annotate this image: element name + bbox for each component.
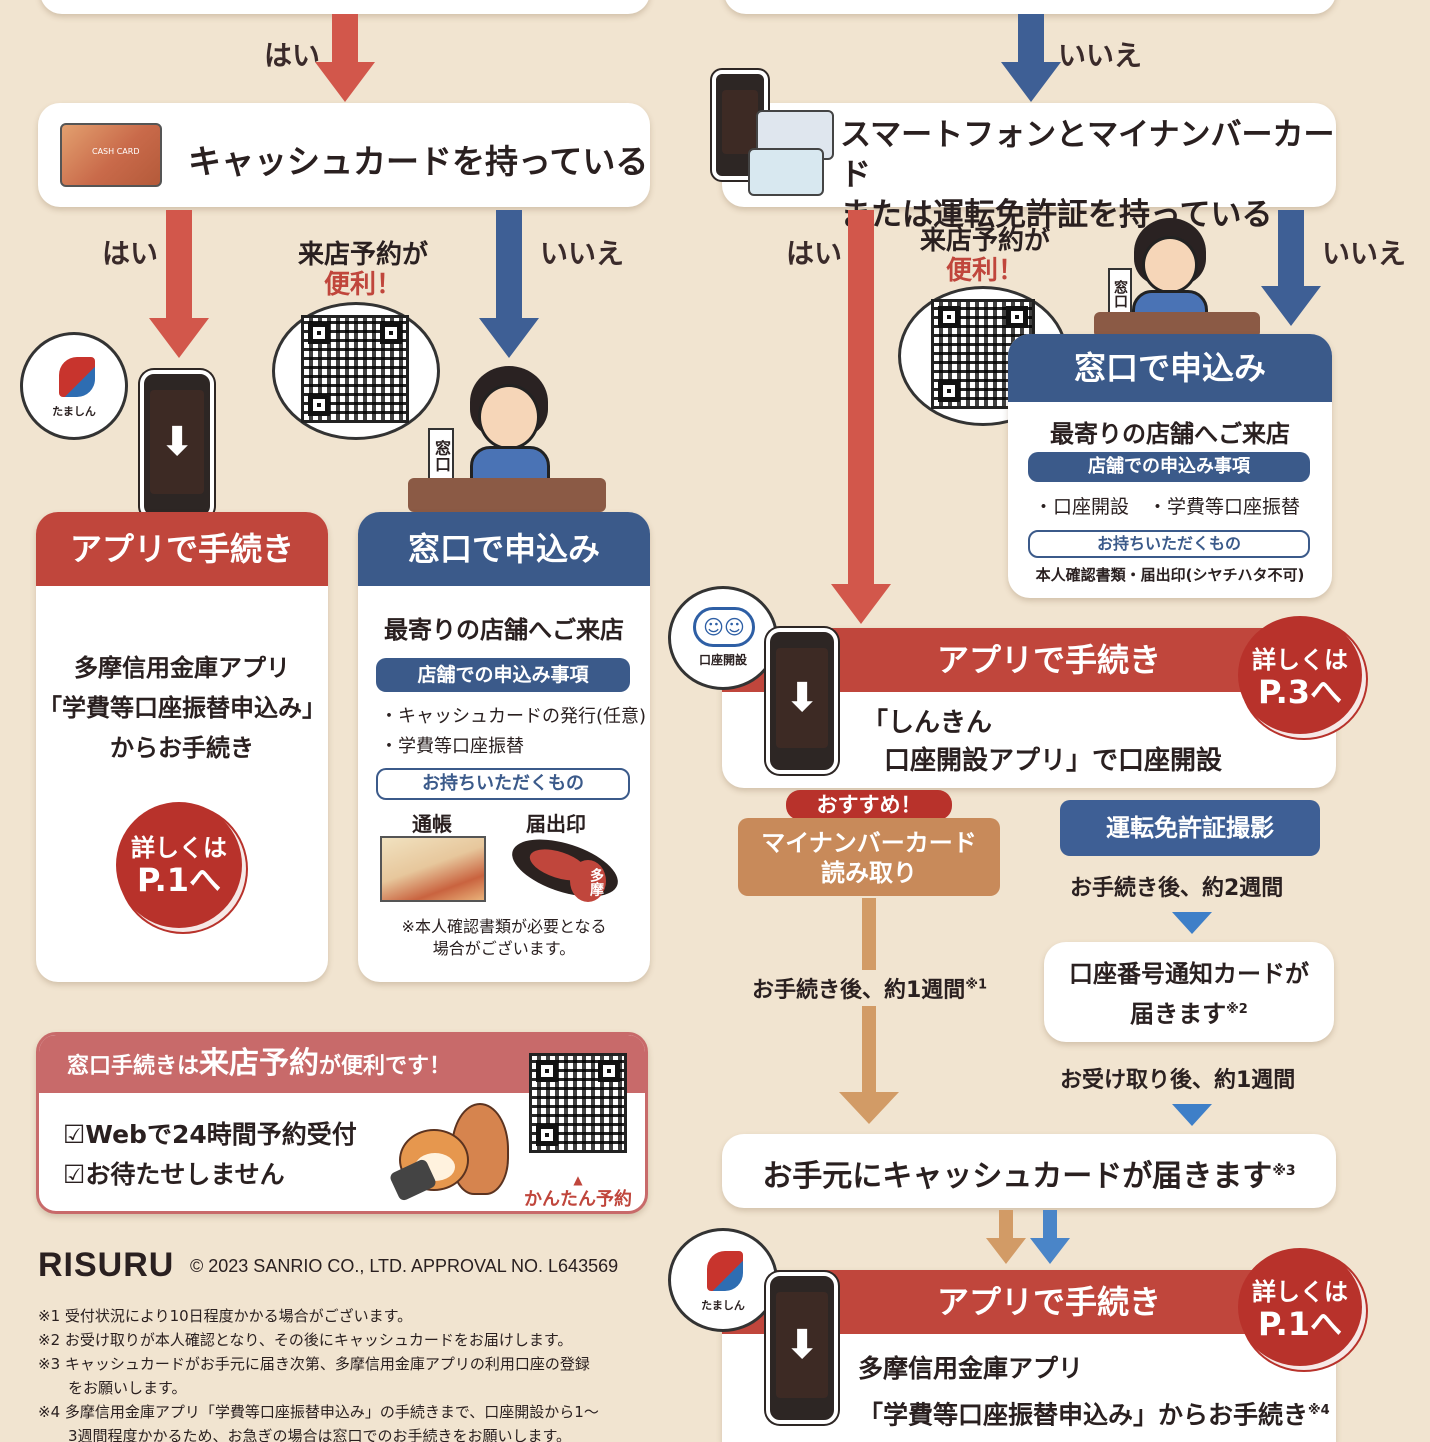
counter-card-left: 窓口で申込み 最寄りの店舗へご来店 店舗での申込み事項 ・キャッシュカードの発行… — [358, 512, 650, 982]
copyright: © 2023 SANRIO CO., LTD. APPROVAL NO. L64… — [190, 1256, 619, 1276]
counter-sign-right: 窓口 — [1108, 268, 1132, 316]
store-items-title-left: 店舗での申込み事項 — [376, 658, 630, 692]
passbook-label: 通帳 — [412, 812, 452, 836]
arrow-yes-top — [315, 14, 375, 102]
risuru-logo: RISURU — [38, 1246, 175, 1284]
reserve-qr-bubble-left — [272, 302, 440, 440]
arrow-yes-right — [831, 210, 891, 624]
seal-label: 届出印 — [526, 812, 586, 836]
cash-card-image: CASH CARD — [60, 123, 162, 187]
store-items-title-right: 店舗での申込み事項 — [1028, 452, 1310, 482]
qr-caption[interactable]: ▲ かんたん予約 — [515, 1173, 641, 1211]
license-image — [748, 148, 824, 196]
details-badge-p1-right[interactable]: 詳しくは P.1へ — [1238, 1248, 1362, 1366]
account-notice-card: 口座番号通知カードが 届きます※2 — [1044, 942, 1334, 1042]
seal-mark: 多摩 — [570, 860, 606, 902]
store-items-right: ・口座開設 ・学費等口座振替 — [1034, 496, 1301, 518]
arrow-no-right — [1261, 210, 1321, 326]
license-box: 運転免許証撮影 — [1060, 800, 1320, 856]
mynumber-box: マイナンバーカード 読み取り — [738, 818, 1000, 896]
bring-text-right: 本人確認書類・届出印(シヤチハタ不可) — [1035, 566, 1305, 584]
has-cash-card-text: キャッシュカードを持っている — [188, 142, 649, 181]
triangle-down-1 — [1172, 912, 1212, 934]
arrow-no-top — [1001, 14, 1061, 102]
tamashin-logo-left: たましん — [20, 332, 128, 440]
reservation-qr-code[interactable] — [529, 1053, 627, 1153]
details-badge-p3[interactable]: 詳しくは P.3へ — [1238, 616, 1362, 734]
has-cash-card-box: CASH CARD キャッシュカードを持っている — [38, 103, 650, 207]
counter-card-right: 窓口で申込み 最寄りの店舗へご来店 店舗での申込み事項 ・口座開設 ・学費等口座… — [1008, 334, 1332, 598]
top-right-box — [724, 0, 1336, 14]
after-1week-label: お手続き後、約1週間※1 — [752, 970, 987, 1006]
final-app-body: 多摩信用金庫アプリ 「学費等口座振替申込み」からお手続き※4 — [858, 1354, 1330, 1430]
counter-desk-right — [1094, 312, 1260, 338]
top-left-box — [40, 0, 650, 14]
phone-download-left: ⬇ — [140, 370, 214, 520]
has-phone-id-text: スマートフォンとマイナンバーカード または運転免許証を持っている — [840, 117, 1335, 233]
arrow-tan-final — [986, 1210, 1026, 1268]
label-no-right: いいえ — [1322, 237, 1407, 270]
app-card-left-body: 多摩信用金庫アプリ 「学費等口座振替申込み」 からお手続き — [38, 654, 326, 762]
smile-icon: ☺☺ — [693, 607, 755, 647]
visit-store-left: 最寄りの店舗へご来店 — [384, 616, 624, 644]
seal-image — [505, 828, 625, 908]
reserve-bubble-text-right: 来店予約が 便利！ — [919, 226, 1050, 286]
check-icon: ☑ — [63, 1120, 86, 1149]
check-icon: ☑ — [63, 1160, 86, 1189]
label-yes-right: はい — [786, 237, 843, 270]
reserve-bubble-text-left: 来店予約が 便利！ — [297, 240, 428, 300]
label-yes-top: はい — [264, 39, 321, 72]
counter-desk-left — [408, 478, 606, 512]
account-open-logo: ☺☺ 口座開設 — [668, 586, 778, 690]
phone-download-open: ⬇ — [766, 628, 838, 774]
label-yes-left: はい — [102, 237, 159, 270]
counter-card-right-header: 窓口で申込み — [1008, 334, 1332, 402]
arrow-mynumber — [839, 898, 899, 1124]
tamashin-logo-right: たましん — [668, 1228, 778, 1332]
app-card-left-header: アプリで手続き — [36, 512, 328, 586]
reservation-box: 窓口手続きは来店予約が便利です！ ☑Webで24時間予約受付 ☑お待たせしません… — [36, 1032, 648, 1214]
recommend-label: おすすめ！ — [786, 790, 952, 820]
reservation-checks: ☑Webで24時間予約受付 ☑お待たせしません — [63, 1120, 357, 1189]
arrow-blue-final — [1030, 1210, 1070, 1268]
download-icon: ⬇ — [785, 675, 819, 721]
open-account-app-body: 「しんきん 口座開設アプリ」で口座開設 — [862, 708, 1223, 776]
cash-card-arrives-box: お手元にキャッシュカードが届きます※3 — [722, 1134, 1336, 1208]
arrow-yes-left — [149, 210, 209, 358]
label-no-top: いいえ — [1058, 39, 1143, 72]
arrow-no-left — [479, 210, 539, 358]
label-no-left: いいえ — [540, 237, 625, 270]
id-note-left: ※本人確認書類が必要となる 場合がございます。 — [401, 917, 607, 958]
staff-head-left — [478, 384, 540, 450]
tamashin-logo-icon — [59, 357, 95, 397]
phone-download-final: ⬇ — [766, 1272, 838, 1424]
visit-store-right: 最寄りの店舗へご来店 — [1050, 420, 1290, 448]
details-badge-p1-left[interactable]: 詳しくは P.1へ — [116, 802, 242, 928]
download-icon: ⬇ — [160, 419, 194, 465]
after-2weeks-label: お手続き後、約2週間 — [1070, 876, 1284, 901]
passbook-image — [380, 836, 486, 902]
bring-title-right: お持ちいただくもの — [1028, 530, 1310, 558]
after-receive-label: お受け取り後、約1週間 — [1060, 1068, 1296, 1093]
app-card-left: アプリで手続き 多摩信用金庫アプリ 「学費等口座振替申込み」 からお手続き — [36, 512, 328, 982]
counter-card-left-header: 窓口で申込み — [358, 512, 650, 586]
footnotes: ※1 受付状況により10日程度かかる場合がございます。 ※2 お受け取りが本人確… — [38, 1307, 599, 1442]
squirrel-mascot — [388, 1103, 509, 1211]
reserve-qr-code-left[interactable] — [301, 315, 409, 423]
tamashin-logo-icon — [707, 1251, 743, 1291]
staff-head-right — [1142, 236, 1198, 294]
bring-title-left: お持ちいただくもの — [376, 768, 630, 800]
store-items-left: ・キャッシュカードの発行(任意) ・学費等口座振替 — [380, 706, 647, 757]
triangle-down-2 — [1172, 1104, 1212, 1126]
triangle-up-icon: ▲ — [573, 1173, 583, 1187]
download-icon: ⬇ — [785, 1322, 819, 1368]
counter-sign-left: 窓口 — [428, 428, 454, 480]
